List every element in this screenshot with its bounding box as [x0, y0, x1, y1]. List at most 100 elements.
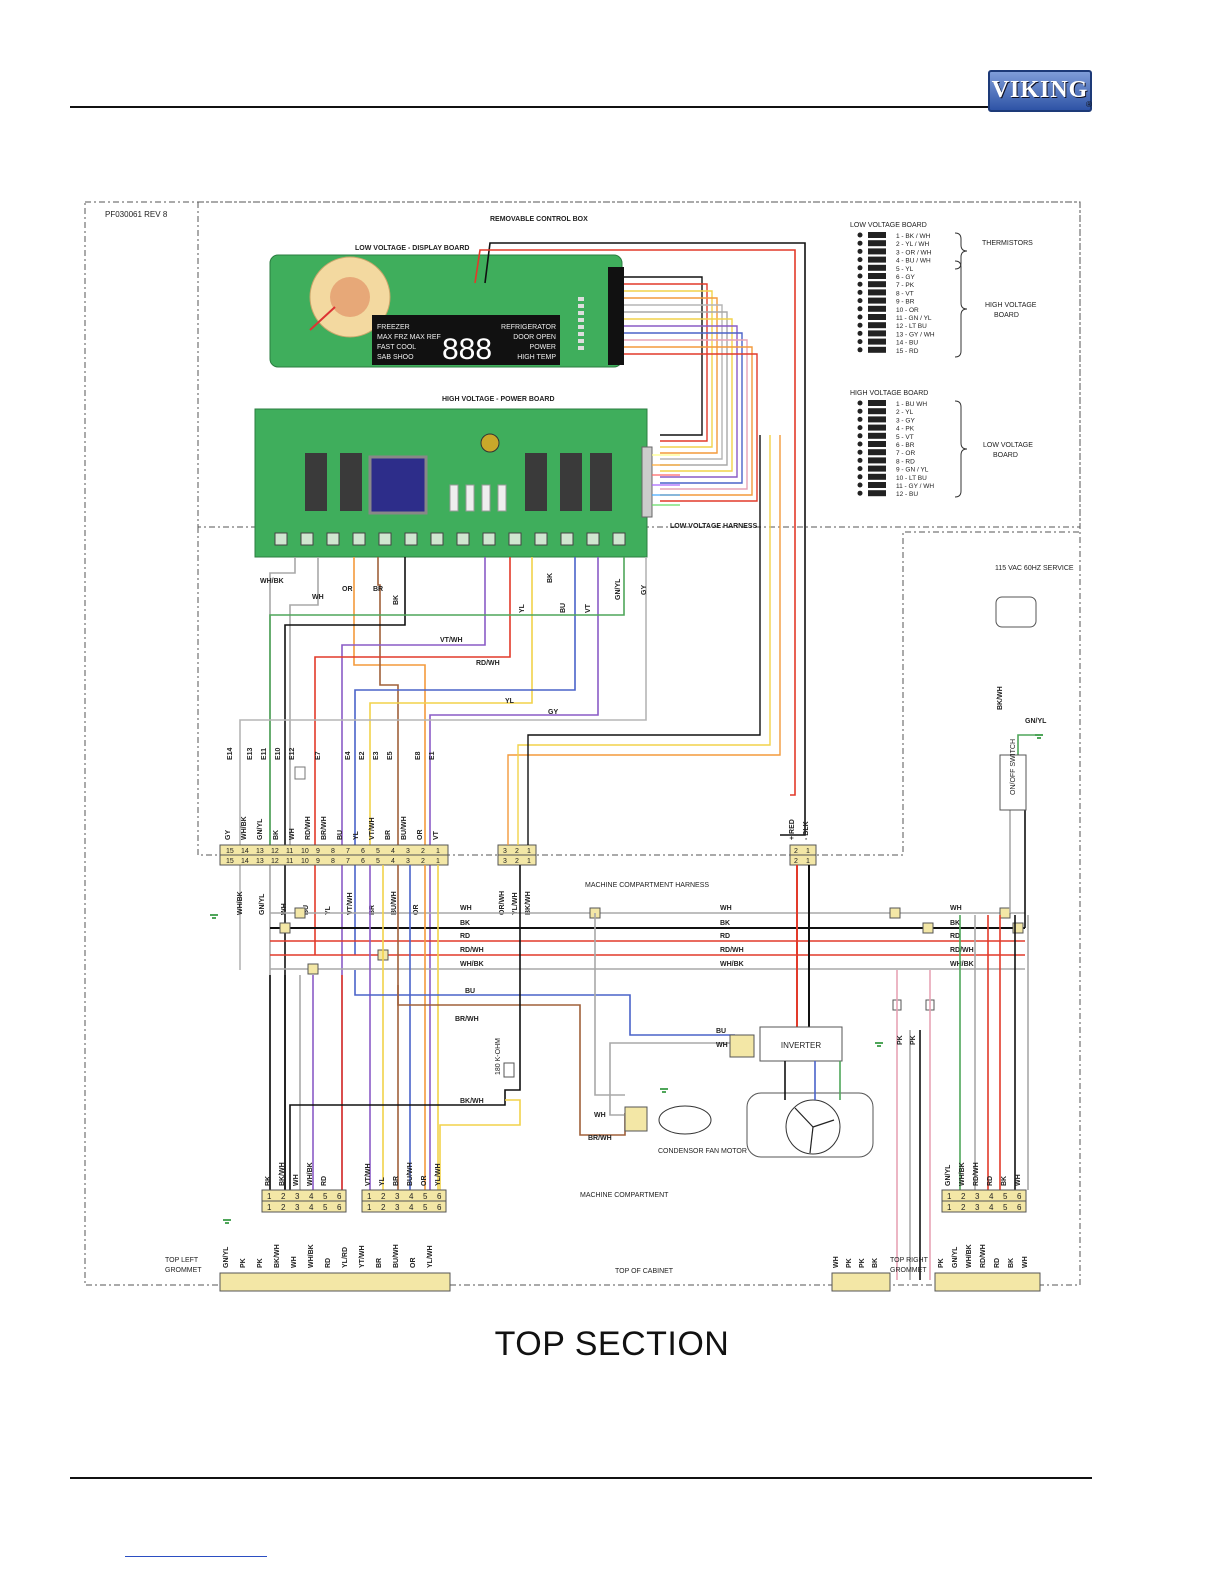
six-pin-left-number: 4 [309, 1203, 314, 1212]
lv-legend-pin-label: 2 - YL / WH [896, 241, 930, 248]
misc-wire-label: BR/WH [455, 1016, 479, 1023]
connector-15-number: 5 [376, 858, 380, 865]
lv-legend-pin-label: 4 - BU / WH [896, 258, 931, 265]
power-board-fuse [497, 484, 507, 512]
connector-15-number: 1 [436, 858, 440, 865]
e-label: E3 [373, 751, 380, 760]
e-label: E11 [261, 748, 268, 760]
e-label: E1 [429, 751, 436, 760]
wire-label: BR [373, 586, 383, 593]
grommet-small-wire-label: WH [833, 1256, 840, 1268]
power-board-terminal [482, 532, 496, 546]
top-left-grommet-label: TOP LEFT [165, 1257, 199, 1264]
connector-15-number: 7 [346, 848, 350, 855]
wire-label: BK [393, 595, 400, 605]
wire-label: VT [585, 603, 592, 613]
connector-15-wire-label: WH [281, 903, 288, 915]
bus-label-left: WH/BK [460, 961, 484, 968]
connector-15-number: 2 [421, 858, 425, 865]
display-harness-wire [624, 325, 738, 478]
connector-15-number: 6 [361, 858, 365, 865]
connector-15-number: 8 [331, 858, 335, 865]
e-label: E2 [359, 751, 366, 760]
connector-15-number: 7 [346, 858, 350, 865]
grommet-left-wire-label: GN/YL [223, 1246, 230, 1268]
section-title: TOP SECTION [494, 1325, 730, 1363]
six-pin-mid-number: 1 [367, 1192, 372, 1201]
six-pin-right-number: 3 [975, 1192, 980, 1201]
hv-legend-pin [857, 474, 863, 480]
lv-legend-pin [857, 240, 863, 246]
hv-legend-pin [857, 441, 863, 447]
display-harness-wire [624, 297, 718, 454]
top-of-cabinet-label: TOP OF CABINET [615, 1268, 674, 1275]
display-right-text: REFRIGERATOR [501, 324, 556, 331]
hv-legend-pin [857, 490, 863, 496]
display-harness-wire [624, 353, 758, 502]
display-board-component [578, 339, 584, 343]
display-right-text: DOOR OPEN [513, 334, 556, 341]
lv-legend-group: BOARD [994, 312, 1019, 319]
e-label: E4 [345, 751, 352, 760]
display-board-component [578, 332, 584, 336]
e-label: E14 [227, 747, 234, 760]
display-screen [372, 315, 560, 365]
connector-15-number: 12 [271, 848, 279, 855]
hv-legend-pin-label: 9 - GN / YL [896, 467, 929, 474]
wire-label: GY [641, 585, 648, 595]
six-pin-mid-wire-label: VT/WH [365, 1163, 372, 1186]
grommet-right-wire-label: GN/YL [952, 1246, 959, 1268]
bus-label-right: WH [950, 905, 962, 912]
hv-legend-pin [857, 433, 863, 439]
connector-15-number: 6 [361, 848, 365, 855]
viking-logo: VIKING [988, 70, 1092, 112]
hv-legend-terminal [868, 449, 886, 456]
connector-15-number: 11 [286, 858, 293, 865]
grommet-left-wire-label: OR [410, 1258, 417, 1269]
six-pin-left-wire-label: BK [265, 1176, 272, 1186]
six-pin-right-number: 1 [947, 1203, 952, 1212]
hv-legend-pin-label: 4 - PK [896, 426, 915, 433]
display-board-header [608, 267, 624, 365]
top-left-grommet-label: GROMMET [165, 1267, 202, 1274]
six-pin-mid-wire-label: BR [393, 1176, 400, 1186]
condenser-label: CONDENSOR FAN MOTOR [658, 1148, 747, 1155]
connector-15-wire-label: WH [289, 828, 296, 840]
power-board-relay [340, 453, 362, 511]
hv-legend-pin-label: 3 - GY [896, 417, 915, 424]
on-off-switch [999, 754, 1027, 811]
misc-wire-label: BU [465, 988, 475, 995]
bkwh-route [289, 865, 521, 1190]
lv-legend-terminal [868, 330, 886, 337]
bus-label-mid: RD [720, 933, 730, 940]
lv-legend-pin-label: 13 - GY / WH [896, 331, 935, 338]
six-pin-right-number: 4 [989, 1203, 994, 1212]
display-left-text: MAX FRZ MAX REF [377, 334, 441, 341]
connector-15-wire-label: YL [325, 905, 332, 915]
power-board-connector [641, 446, 653, 518]
display-board-component [578, 297, 584, 301]
bus-label-mid: RD/WH [720, 947, 744, 954]
grommet-left-wire-label: BK/WH [274, 1244, 281, 1268]
wire-label: YL [505, 698, 515, 705]
power-board-terminal [456, 532, 470, 546]
connector-3-number: 3 [503, 848, 507, 855]
hv-legend-pin [857, 449, 863, 455]
harness-to-3pin-wire [517, 435, 771, 845]
six-pin-right-number: 5 [1003, 1203, 1008, 1212]
connector-2-wire-label: + RED [789, 819, 796, 840]
power-board-terminal [534, 532, 548, 546]
lv-legend-pin-label: 10 - OR [896, 307, 919, 314]
grommet-left-wire-label: WH/BK [308, 1244, 315, 1268]
six-pin-right-number: 3 [975, 1203, 980, 1212]
grommet-left-wire-label: WH [291, 1256, 298, 1268]
six-pin-right-number: 6 [1017, 1203, 1022, 1212]
power-board-wire [289, 557, 319, 855]
six-pin-right-wire-label: RD/WH [973, 1162, 980, 1186]
bus-label-left: BK [460, 920, 470, 927]
six-pin-mid-number: 4 [409, 1203, 414, 1212]
machine-compartment-label: MACHINE COMPARTMENT [580, 1192, 669, 1199]
power-board-terminal [274, 532, 288, 546]
footer-link[interactable] [125, 1556, 267, 1557]
display-board-component [578, 346, 584, 350]
